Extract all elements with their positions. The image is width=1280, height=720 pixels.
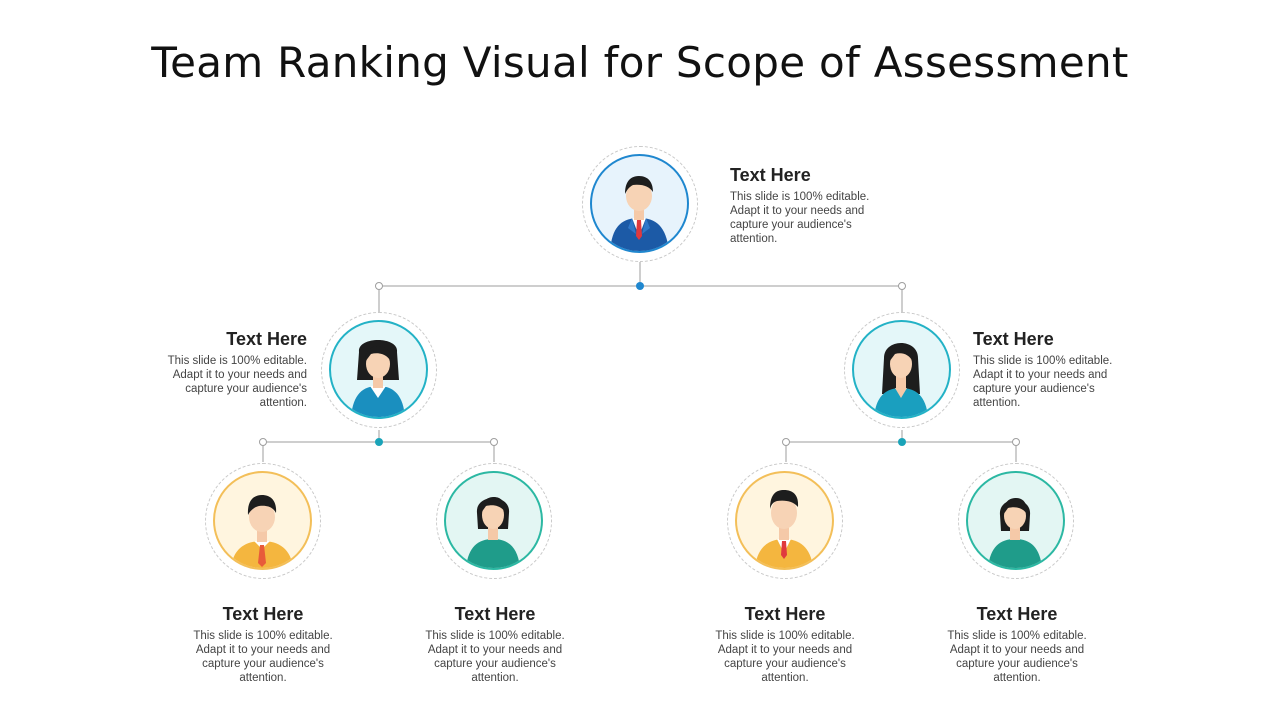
avatar-ring (735, 471, 834, 570)
man-vest-icon (755, 490, 813, 568)
member-node-bottom-2[interactable] (436, 463, 552, 579)
caption-body: This slide is 100% editable. Adapt it to… (167, 355, 307, 409)
caption-body: This slide is 100% editable. Adapt it to… (715, 630, 855, 684)
caption-heading: Text Here (454, 604, 536, 624)
caption-top: Text Here This slide is 100% editable. A… (730, 165, 890, 246)
avatar-ring (213, 471, 312, 570)
man-tie-icon (231, 495, 293, 568)
connector-dots (259, 282, 1020, 446)
member-node-mid-right[interactable] (844, 312, 960, 428)
woman-short-hair-icon (351, 340, 405, 417)
member-node-bottom-4[interactable] (958, 463, 1074, 579)
connector-dot (1012, 438, 1020, 446)
connector-dot (898, 438, 906, 446)
caption-body: This slide is 100% editable. Adapt it to… (730, 191, 870, 245)
caption-body: This slide is 100% editable. Adapt it to… (973, 355, 1113, 409)
avatar-ring (444, 471, 543, 570)
man-suit-icon (610, 176, 669, 251)
caption-bottom-1: Text Here This slide is 100% editable. A… (183, 604, 343, 685)
woman-bob-icon (466, 497, 520, 568)
avatar-ring (852, 320, 951, 419)
connector-dot (782, 438, 790, 446)
caption-heading: Text Here (222, 604, 304, 624)
caption-mid-left: Text Here This slide is 100% editable. A… (147, 329, 307, 410)
connector-dot (898, 282, 906, 290)
caption-body: This slide is 100% editable. Adapt it to… (193, 630, 333, 684)
caption-body: This slide is 100% editable. Adapt it to… (947, 630, 1087, 684)
avatar-ring (329, 320, 428, 419)
woman-long-hair-icon (874, 343, 928, 417)
connector-dot (259, 438, 267, 446)
caption-heading: Text Here (744, 604, 826, 624)
member-node-top[interactable] (582, 146, 698, 262)
caption-bottom-2: Text Here This slide is 100% editable. A… (415, 604, 575, 685)
member-node-mid-left[interactable] (321, 312, 437, 428)
connector-dot (375, 282, 383, 290)
caption-heading: Text Here (976, 604, 1058, 624)
caption-heading: Text Here (226, 329, 307, 349)
woman-bun-icon (988, 498, 1042, 568)
caption-bottom-3: Text Here This slide is 100% editable. A… (705, 604, 865, 685)
member-node-bottom-3[interactable] (727, 463, 843, 579)
connector-dot (490, 438, 498, 446)
connector-dot (375, 438, 383, 446)
caption-bottom-4: Text Here This slide is 100% editable. A… (937, 604, 1097, 685)
caption-heading: Text Here (973, 329, 1054, 349)
page-title: Team Ranking Visual for Scope of Assessm… (151, 38, 1129, 87)
avatar-ring (590, 154, 689, 253)
avatar-ring (966, 471, 1065, 570)
caption-heading: Text Here (730, 165, 811, 185)
caption-mid-right: Text Here This slide is 100% editable. A… (973, 329, 1133, 410)
connector-dot (636, 282, 644, 290)
member-node-bottom-1[interactable] (205, 463, 321, 579)
caption-body: This slide is 100% editable. Adapt it to… (425, 630, 565, 684)
